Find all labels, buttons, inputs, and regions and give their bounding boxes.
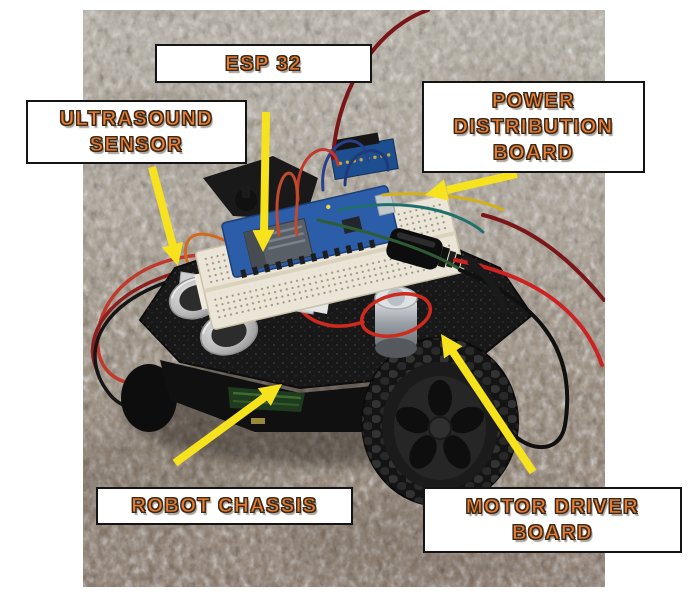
label-robot-chassis: ROBOT CHASSIS [96, 487, 353, 525]
label-motor-driver-board-text: MOTOR DRIVER BOARD [465, 496, 640, 545]
motor-cylinder [299, 286, 433, 358]
esp32-board [221, 185, 400, 279]
breadboard [194, 185, 465, 330]
label-esp32: ESP 32 [155, 44, 372, 83]
front-wheel [361, 337, 519, 507]
label-power-distribution-board: POWER DISTRIBUTION BOARD [422, 81, 645, 173]
label-motor-driver-board: MOTOR DRIVER BOARD [423, 487, 682, 553]
label-ultrasound-sensor: ULTRASOUND SENSOR [26, 100, 247, 164]
label-ultrasound-sensor-text: ULTRASOUND SENSOR [59, 108, 214, 157]
label-power-distribution-board-text: POWER DISTRIBUTION BOARD [453, 90, 614, 165]
label-esp32-text: ESP 32 [225, 52, 302, 75]
left-wheel [121, 364, 177, 432]
label-robot-chassis-text: ROBOT CHASSIS [131, 495, 318, 518]
switch-knob [235, 189, 257, 211]
switch-stem [242, 186, 250, 198]
